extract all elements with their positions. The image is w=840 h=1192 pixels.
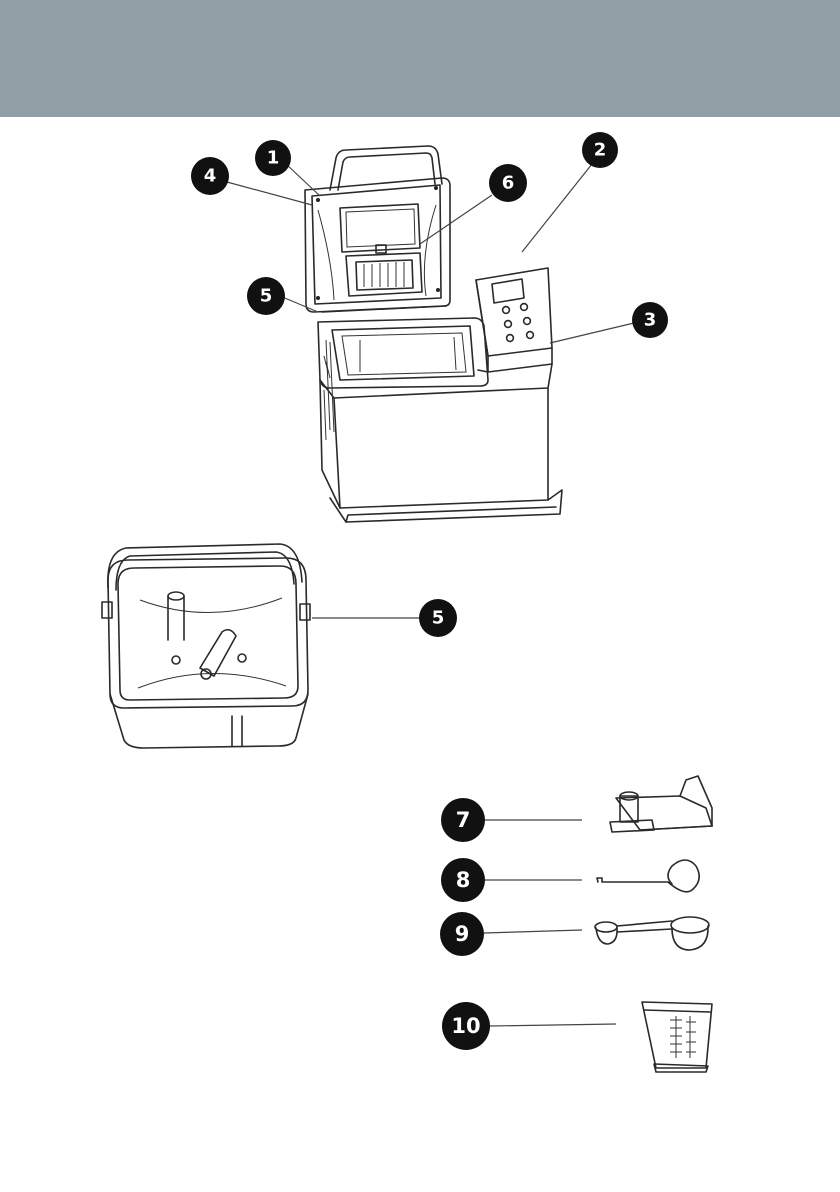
- leader-lines: [227, 159, 634, 1026]
- callout-1: 1: [255, 140, 291, 176]
- callout-5-pan-label: 5: [432, 608, 445, 629]
- callout-7-label: 7: [456, 808, 471, 832]
- measuring-spoon-icon: [595, 917, 709, 950]
- callout-10: 10: [442, 1002, 490, 1050]
- callout-5-machine: 5: [247, 277, 285, 315]
- callout-5-machine-label: 5: [260, 286, 273, 307]
- callout-3: 3: [632, 302, 668, 338]
- measuring-cup-icon: [642, 1002, 712, 1072]
- callout-4: 4: [191, 157, 229, 195]
- callout-10-label: 10: [451, 1014, 480, 1038]
- callout-2-label: 2: [594, 140, 607, 161]
- callout-6: 6: [489, 164, 527, 202]
- bread-maker-icon: [305, 146, 562, 522]
- callout-4-label: 4: [204, 166, 217, 187]
- callout-6-label: 6: [502, 173, 515, 194]
- callout-9: 9: [440, 912, 484, 956]
- callout-1-label: 1: [267, 148, 280, 169]
- blade-removal-hook-icon: [597, 860, 699, 892]
- callout-8-label: 8: [456, 868, 471, 892]
- bread-pan-icon: [102, 544, 310, 748]
- callout-9-label: 9: [455, 922, 470, 946]
- kneading-blade-icon: [610, 776, 712, 832]
- callout-8: 8: [441, 858, 485, 902]
- callout-7: 7: [441, 798, 485, 842]
- callout-5-pan: 5: [419, 599, 457, 637]
- callout-2: 2: [582, 132, 618, 168]
- callout-3-label: 3: [644, 310, 657, 331]
